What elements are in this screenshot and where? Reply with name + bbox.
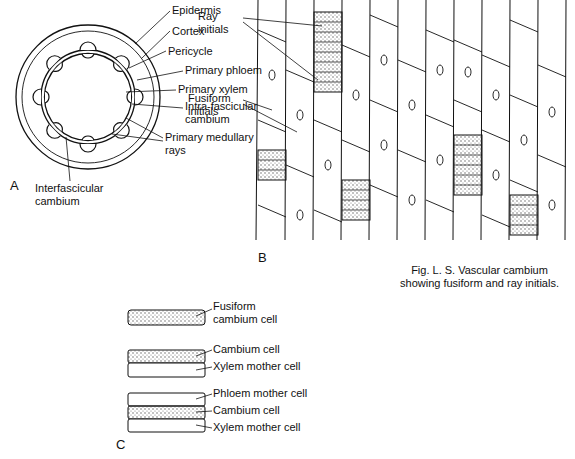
cell-division-stages — [128, 310, 205, 432]
vascular-bundle — [80, 42, 96, 58]
nucleus — [437, 155, 443, 165]
cambium-cell — [128, 350, 205, 363]
nucleus — [493, 170, 499, 180]
nucleus — [465, 67, 471, 77]
phloem-mother-cell — [128, 393, 205, 406]
xylem-mother-cell — [128, 363, 205, 377]
part-label: Fusiform initials — [188, 92, 243, 118]
part-label: Primary phloem — [185, 64, 280, 77]
cell-walls — [256, 0, 566, 240]
nucleus — [409, 195, 415, 205]
stem-section — [16, 25, 160, 169]
part-label: Pericycle — [168, 45, 238, 58]
vascular-bundles — [33, 42, 143, 152]
epidermis-ring — [16, 25, 160, 169]
part-label: Xylem mother cell — [213, 360, 323, 373]
nucleus — [409, 100, 415, 110]
nucleus — [269, 70, 275, 80]
part-label: Xylem mother cell — [213, 421, 328, 434]
nucleus — [493, 90, 499, 100]
nucleus — [381, 140, 387, 150]
cortex-ring — [22, 31, 154, 163]
ray-cells — [258, 150, 286, 180]
nucleus — [549, 107, 555, 117]
part-label: Cambium cell — [213, 404, 313, 417]
figure-letter: A — [10, 178, 30, 193]
xylem-mother-cell — [128, 419, 205, 432]
part-label: Primary medullary rays — [165, 131, 265, 157]
part-label: Interfascicular cambium — [35, 182, 125, 208]
fusiform-cell — [128, 310, 205, 325]
part-label: Phloem mother cell — [213, 387, 328, 400]
vascular-bundle — [80, 136, 96, 152]
nuclei — [269, 55, 555, 220]
part-label: Ray initials — [198, 10, 243, 36]
nucleus — [297, 210, 303, 220]
part-label: Fusiform cambium cell — [213, 300, 298, 326]
vascular-bundle — [110, 52, 133, 75]
cambium-cell — [128, 406, 205, 419]
cambium-ring-inner — [45, 54, 132, 141]
nucleus — [521, 135, 527, 145]
figure-letter: C — [116, 437, 136, 452]
nucleus — [381, 55, 387, 65]
nucleus — [297, 110, 303, 120]
nucleus — [325, 160, 331, 170]
figure-caption: Fig. L. S. Vascular cambium showing fusi… — [392, 264, 567, 290]
cambium-ring-outer — [41, 50, 135, 144]
vascular-bundle — [43, 119, 66, 142]
vascular-bundle — [43, 52, 66, 75]
ray-cell-walls — [258, 22, 538, 225]
ray-initials — [258, 12, 538, 235]
figure-letter: B — [258, 250, 278, 265]
nucleus — [549, 200, 555, 210]
vascular-bundle — [33, 89, 49, 105]
leader-lines — [196, 309, 212, 428]
vascular-bundle — [110, 119, 133, 142]
nucleus — [437, 65, 443, 75]
nucleus — [353, 90, 359, 100]
part-label: Cambium cell — [213, 343, 313, 356]
